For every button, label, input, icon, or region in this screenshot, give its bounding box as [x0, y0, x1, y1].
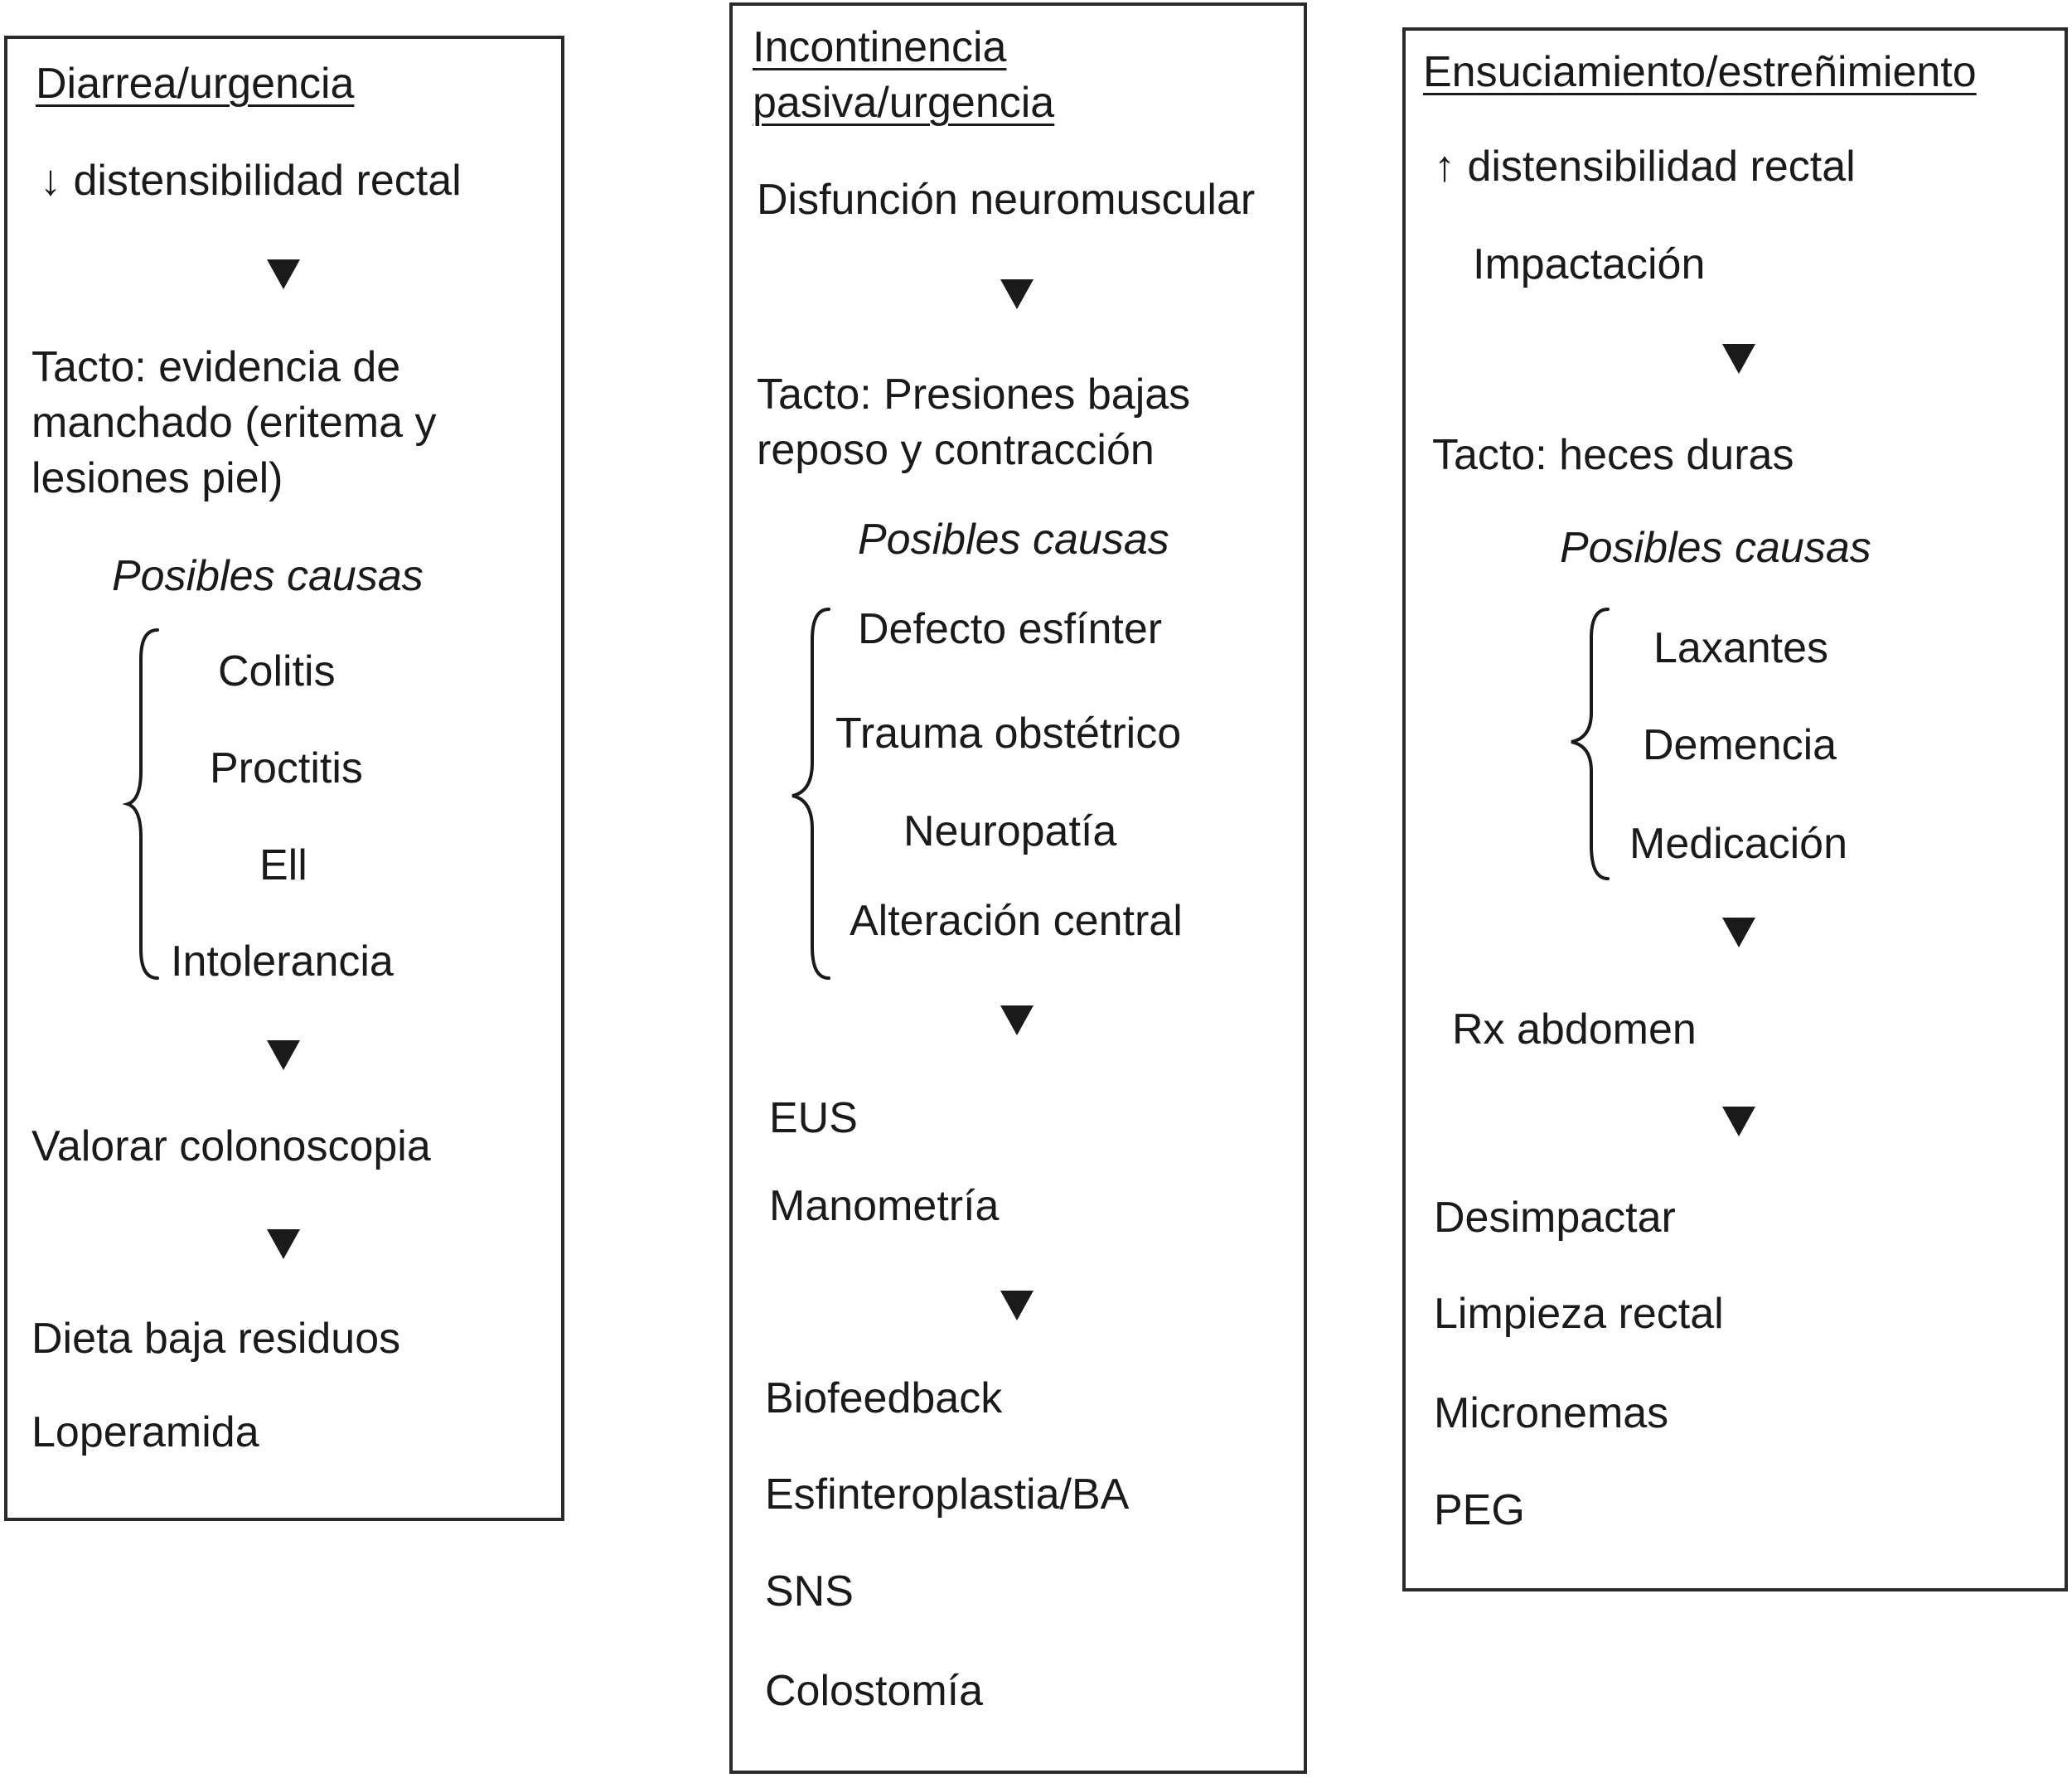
cause-medication: Medicación — [1629, 820, 1848, 868]
passive-incontinence-title-line-2: pasiva/urgencia — [753, 79, 1055, 127]
possible-causes-heading: Posibles causas — [112, 552, 424, 600]
diarrhea-urgency-title: Diarrea/urgencia — [36, 60, 355, 108]
possible-causes-heading: Posibles causas — [858, 516, 1169, 564]
study-eus: EUS — [769, 1094, 858, 1142]
cause-colitis: Colitis — [218, 647, 336, 695]
treatment-low-residue-diet: Dieta baja residuos — [31, 1315, 401, 1363]
decreased-rectal-compliance: ↓ distensibilidad rectal — [40, 157, 462, 205]
exam-line-1: Tacto: evidencia de — [31, 343, 401, 391]
treatment-peg: PEG — [1434, 1486, 1525, 1534]
study-manometry: Manometría — [769, 1182, 1000, 1230]
down-arrow-icon — [267, 1229, 300, 1259]
treatment-sns: SNS — [765, 1567, 854, 1616]
cause-proctitis: Proctitis — [210, 744, 363, 792]
down-arrow-icon — [1722, 918, 1755, 947]
treatment-loperamide: Loperamida — [31, 1408, 259, 1456]
down-arrow-icon — [267, 1040, 300, 1070]
treatment-sphincteroplasty: Esfinteroplastia/BA — [765, 1470, 1130, 1519]
cause-dementia: Demencia — [1643, 721, 1837, 769]
cause-central-alteration: Alteración central — [850, 897, 1183, 945]
exam-line-2: reposo y contracción — [757, 426, 1155, 474]
causes-brace — [1571, 608, 1610, 880]
causes-brace — [122, 628, 159, 980]
cause-intolerance: Intolerancia — [171, 937, 394, 986]
impaction: Impactación — [1473, 240, 1706, 288]
cause-neuropathy: Neuropatía — [903, 807, 1117, 855]
exam-hard-stool: Tacto: heces duras — [1432, 431, 1794, 479]
possible-causes-heading: Posibles causas — [1560, 524, 1871, 572]
down-arrow-icon — [1722, 1107, 1755, 1136]
assess-colonoscopy: Valorar colonoscopia — [31, 1122, 431, 1170]
exam-line-1: Tacto: Presiones bajas — [757, 371, 1191, 419]
down-arrow-icon — [1000, 279, 1034, 309]
treatment-colostomy: Colostomía — [765, 1667, 983, 1715]
down-arrow-icon — [267, 259, 300, 289]
treatment-rectal-cleansing: Limpieza rectal — [1434, 1290, 1724, 1338]
treatment-biofeedback: Biofeedback — [765, 1374, 1003, 1422]
down-arrow-icon — [1000, 1005, 1034, 1035]
study-abdominal-xray: Rx abdomen — [1452, 1005, 1697, 1054]
increased-rectal-compliance: ↑ distensibilidad rectal — [1434, 143, 1856, 191]
cause-ell: Ell — [259, 841, 307, 889]
soiling-constipation-title: Ensuciamiento/estreñimiento — [1423, 48, 1977, 96]
cause-obstetric-trauma: Trauma obstétrico — [835, 710, 1182, 758]
down-arrow-icon — [1722, 344, 1755, 374]
treatment-microenemas: Micronemas — [1434, 1389, 1669, 1437]
exam-line-3: lesiones piel) — [31, 454, 283, 502]
soiling-constipation-box — [1402, 27, 2068, 1591]
neuromuscular-dysfunction: Disfunción neuromuscular — [757, 176, 1256, 224]
down-arrow-icon — [1000, 1291, 1034, 1320]
passive-incontinence-title-line-1: Incontinencia — [753, 23, 1007, 71]
causes-brace — [792, 608, 830, 980]
cause-laxatives: Laxantes — [1653, 624, 1829, 672]
treatment-disimpaction: Desimpactar — [1434, 1194, 1676, 1242]
exam-line-2: manchado (eritema y — [31, 399, 437, 447]
cause-sphincter-defect: Defecto esfínter — [858, 605, 1163, 653]
